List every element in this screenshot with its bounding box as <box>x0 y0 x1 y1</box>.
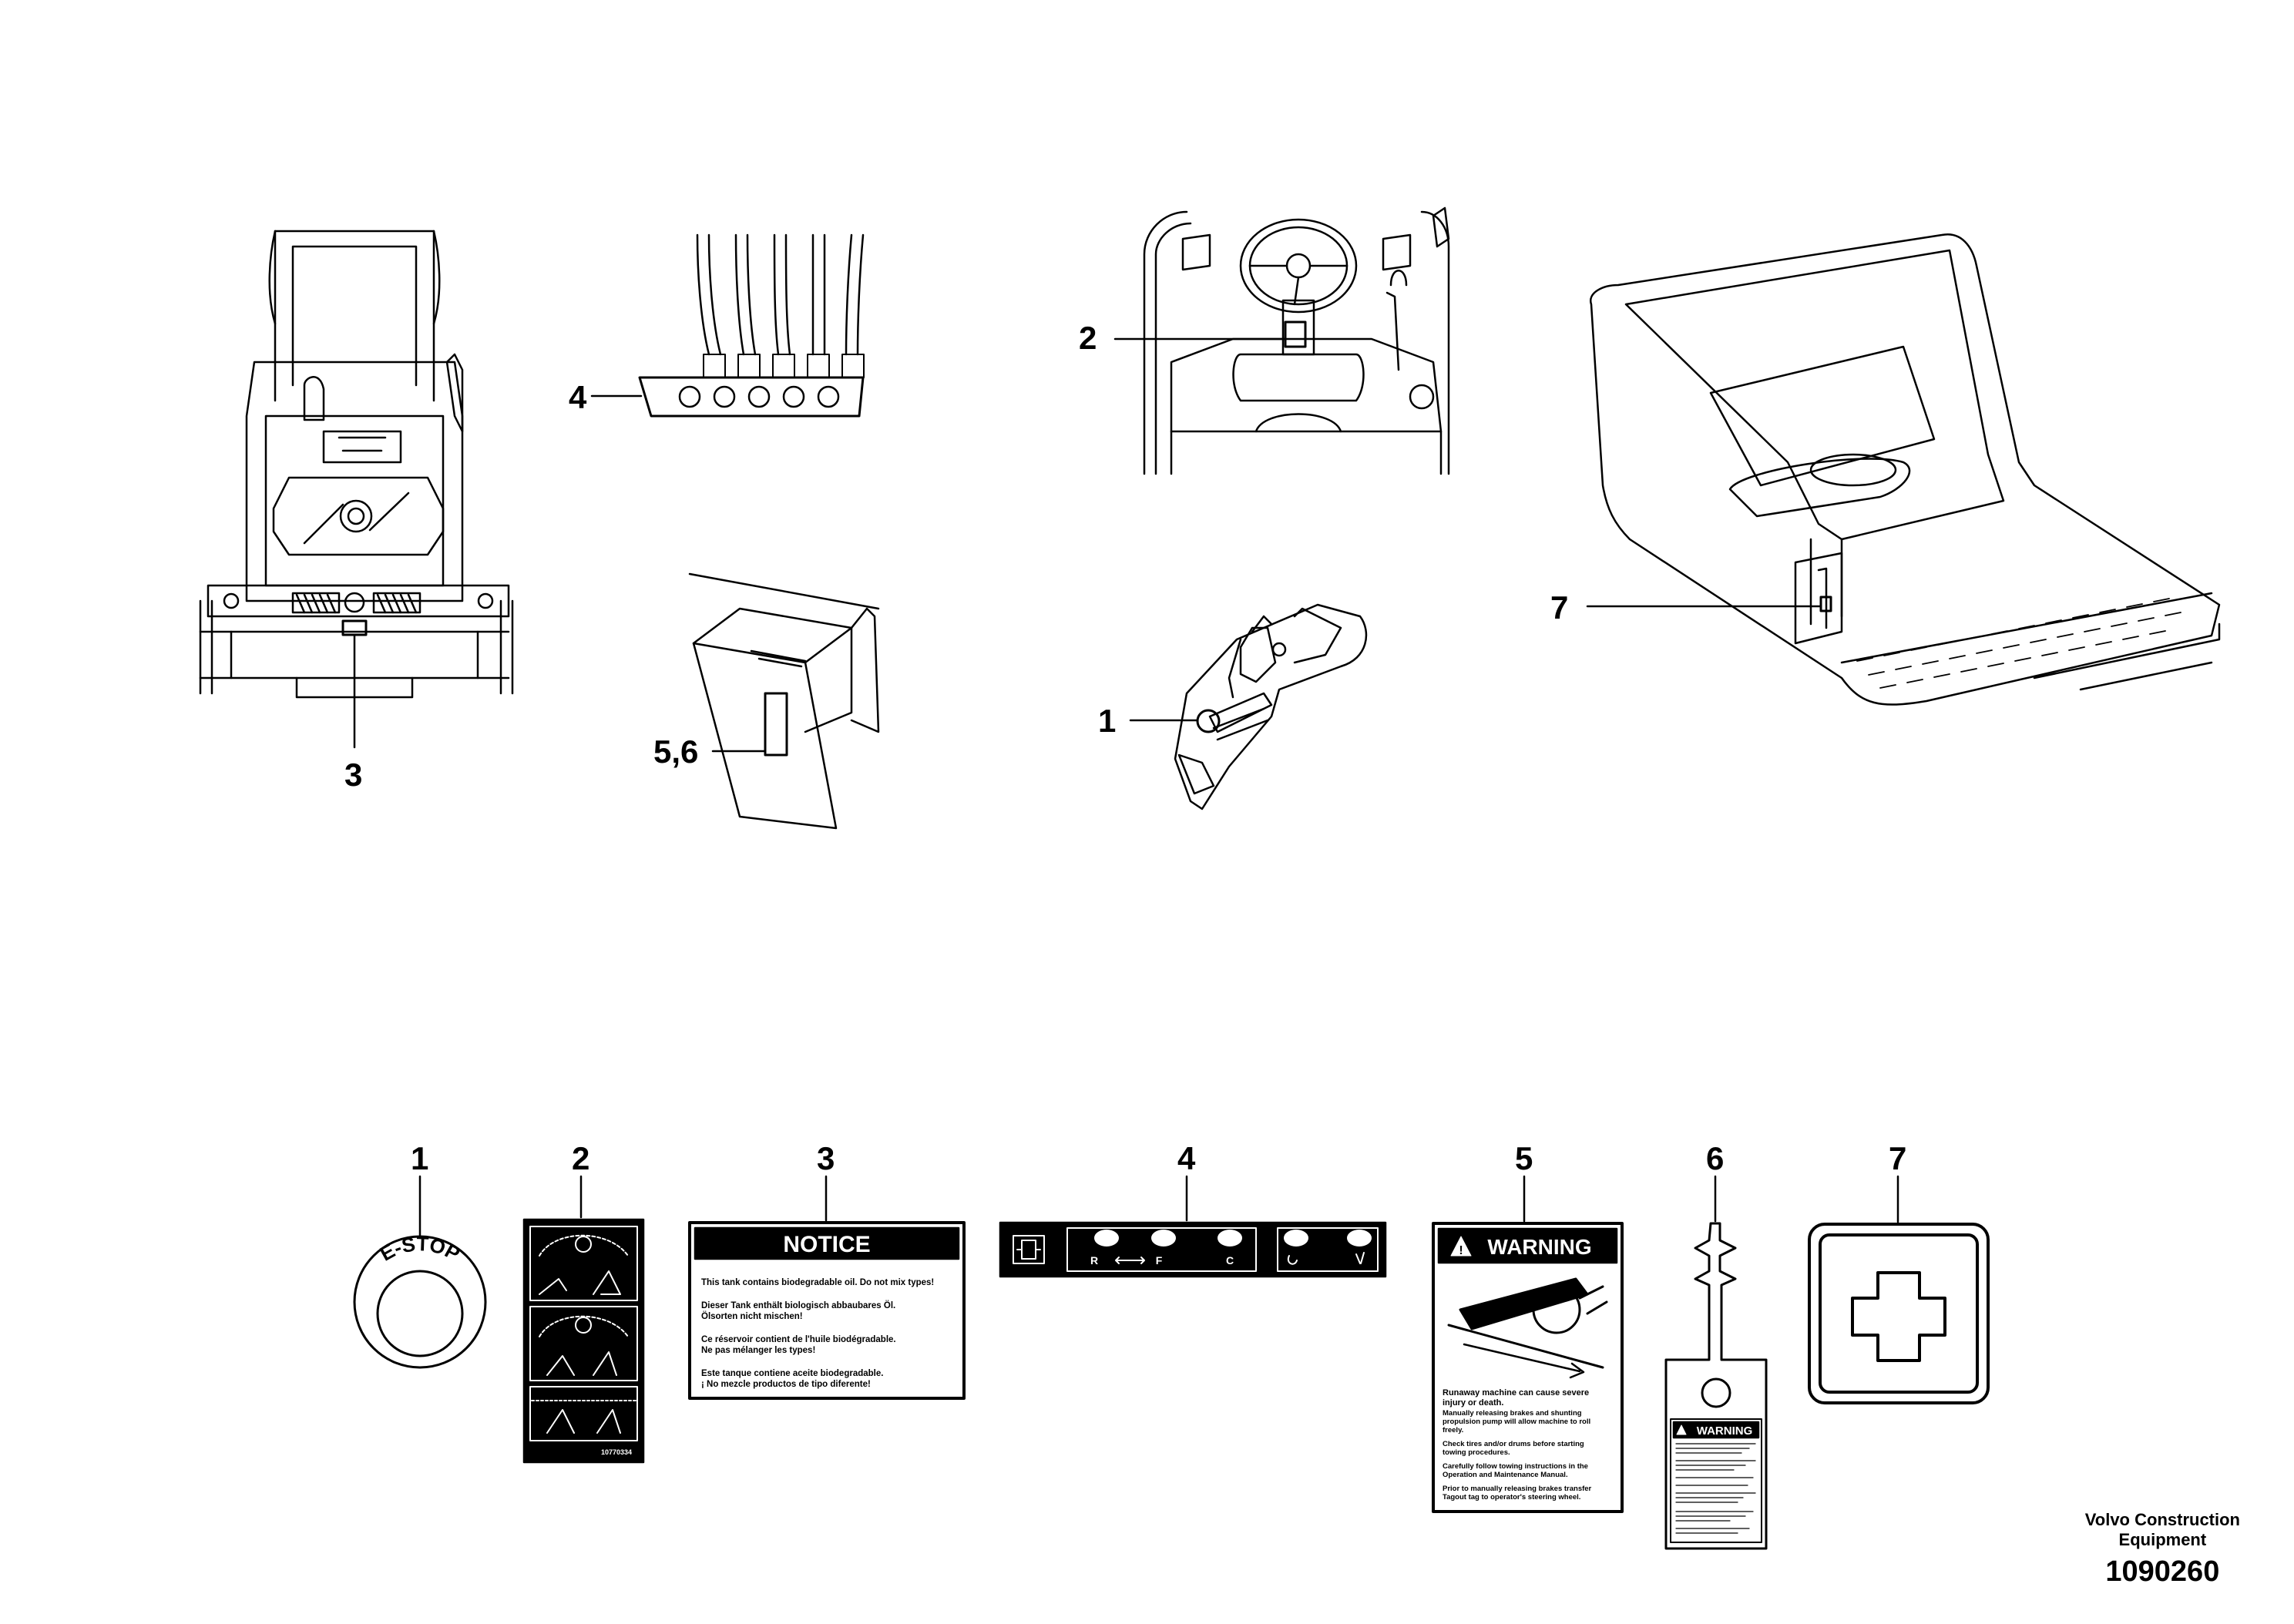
joystick-console-view <box>1174 603 1368 810</box>
decal-control-strip: R F C <box>999 1175 1387 1278</box>
decal-estop: E-STOP <box>353 1175 487 1369</box>
strip-key-label: C <box>1226 1254 1234 1267</box>
estop-text: E-STOP <box>376 1232 464 1265</box>
figure-caption: Volvo Construction Equipment 1090260 <box>2085 1510 2240 1590</box>
decal-number-5: 5 <box>1515 1140 1533 1176</box>
tank-panel-view <box>688 572 880 830</box>
strip-key-label: F <box>1156 1254 1163 1267</box>
callout-fig-joystick: 1 <box>1098 703 1117 739</box>
warning-line: propulsion pump will allow machine to ro… <box>1443 1418 1590 1426</box>
decal-number-3: 3 <box>817 1140 835 1176</box>
notice-line: Ce réservoir contient de l'huile biodégr… <box>701 1335 896 1344</box>
warning-line: Check tires and/or drums before starting <box>1443 1440 1584 1448</box>
decal-number-6: 6 <box>1706 1140 1725 1176</box>
hose-manifold-view <box>638 233 865 418</box>
notice-title: NOTICE <box>783 1232 870 1257</box>
warning-line: freely. <box>1443 1426 1463 1434</box>
warning-line: Carefully follow towing instructions in … <box>1443 1462 1588 1471</box>
decal-notice: NOTICE This tank contains biodegradable … <box>688 1175 966 1400</box>
warning-line: towing procedures. <box>1443 1448 1510 1457</box>
notice-line: Este tanque contiene aceite biodegradabl… <box>701 1369 883 1378</box>
decal-pictogram-2: 10770334 <box>522 1175 645 1464</box>
decal-first-aid <box>1808 1175 1990 1404</box>
decal-2-part-number: 10770334 <box>601 1448 632 1456</box>
warning-line: Tagout tag to operator's steering wheel. <box>1443 1493 1580 1502</box>
svg-text:E-STOP: E-STOP <box>376 1232 464 1265</box>
decal-tagout: WARNING <box>1664 1175 1768 1550</box>
callout-fig-seat: 7 <box>1550 589 1569 626</box>
steering-column-view <box>1143 206 1450 475</box>
decal-number-2: 2 <box>572 1140 590 1176</box>
notice-line: Ne pas mélanger les types! <box>701 1346 815 1355</box>
decal-number-7: 7 <box>1889 1140 1907 1176</box>
company-name-line1: Volvo Construction <box>2084 1510 2240 1529</box>
warning-line: Manually releasing brakes and shunting <box>1443 1409 1582 1418</box>
notice-line: Ölsorten nicht mischen! <box>701 1311 803 1321</box>
tag-warning-title: WARNING <box>1697 1424 1753 1438</box>
decal-warning: ! WARNING Runaway machine can cause seve… <box>1432 1175 1624 1513</box>
warning-line: injury or death. <box>1443 1398 1503 1408</box>
machine-rear-view <box>199 230 514 699</box>
svg-text:!: ! <box>1459 1244 1463 1257</box>
warning-line: Prior to manually releasing brakes trans… <box>1443 1485 1592 1493</box>
strip-key-label: R <box>1090 1254 1098 1267</box>
callout-fig-hoses: 4 <box>569 379 587 415</box>
foot-plate-holes <box>1856 598 2181 689</box>
warning-title: WARNING <box>1487 1235 1591 1259</box>
notice-line: ¡ No mezcle productos de tipo diferente! <box>701 1380 871 1389</box>
callout-fig-tank: 5,6 <box>653 733 699 770</box>
decal-number-1: 1 <box>411 1140 429 1176</box>
figure-number: 1090260 <box>2105 1555 2220 1588</box>
callout-fig-steer: 2 <box>1079 320 1097 356</box>
warning-line: Runaway machine can cause severe <box>1443 1388 1589 1398</box>
decal-number-4: 4 <box>1177 1140 1196 1176</box>
notice-line: This tank contains biodegradable oil. Do… <box>701 1278 934 1287</box>
notice-line: Dieser Tank enthält biologisch abbaubare… <box>701 1300 895 1310</box>
warning-line: Operation and Maintenance Manual. <box>1443 1471 1568 1479</box>
company-name-line2: Equipment <box>2118 1530 2207 1549</box>
seat-module-view <box>1590 233 2221 706</box>
callout-fig-rear: 3 <box>344 757 363 793</box>
